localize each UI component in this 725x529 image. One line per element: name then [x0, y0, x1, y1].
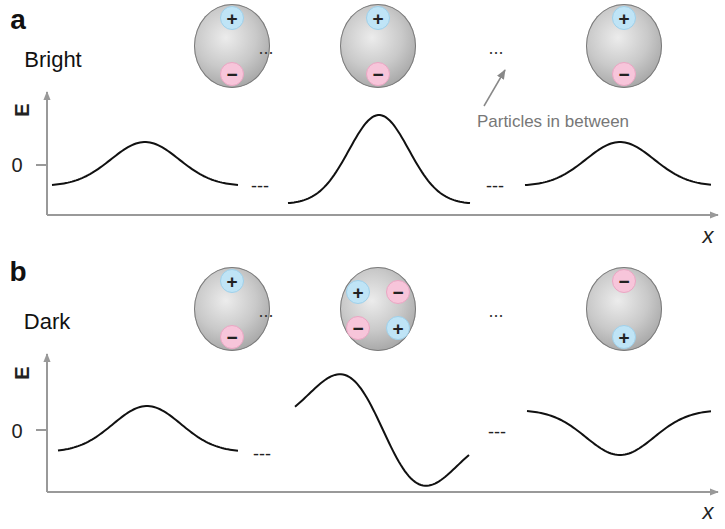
positive-charge: + [366, 6, 390, 30]
charge-sign: + [618, 9, 629, 28]
positive-charge: + [346, 280, 370, 304]
field-curve [58, 406, 238, 451]
annotation: Particles in between [477, 113, 629, 130]
axes-a [36, 92, 718, 215]
positive-charge: + [386, 316, 410, 340]
field-curves [52, 115, 711, 486]
charge-sign: + [352, 283, 363, 302]
field-curve [527, 411, 711, 455]
break-mark: --- [486, 177, 504, 195]
positive-charge: + [220, 269, 244, 293]
field-curve [288, 115, 470, 203]
field-curve [52, 142, 238, 185]
panel-title: Bright [24, 49, 81, 71]
charge-sign: − [392, 283, 403, 302]
negative-charge: − [220, 62, 244, 86]
panel-letter: b [9, 258, 26, 286]
charge-sign: − [372, 65, 383, 84]
charge-sign: − [618, 65, 629, 84]
negative-charge: − [386, 280, 410, 304]
charge-sign: + [618, 328, 629, 347]
negative-charge: − [220, 325, 244, 349]
axes-b [36, 354, 718, 492]
leader-arrow [484, 70, 505, 106]
charge-sign: − [618, 272, 629, 291]
ellipsis: ... [258, 39, 273, 57]
axis-label: E [12, 103, 32, 116]
particle: + − − + [340, 267, 416, 351]
positive-charge: + [220, 6, 244, 30]
particle: −+ [586, 267, 662, 351]
field-curve [525, 142, 711, 185]
ellipsis: ... [488, 39, 503, 57]
charge-sign: − [352, 319, 363, 338]
ellipsis: ... [488, 302, 503, 320]
charge-sign: + [392, 319, 403, 338]
particle: +− [340, 4, 416, 88]
positive-charge: + [612, 325, 636, 349]
negative-charge: − [346, 316, 370, 340]
negative-charge: − [612, 269, 636, 293]
tick-label: 0 [11, 155, 22, 175]
panel-letter: a [10, 6, 26, 34]
particle: +− [586, 4, 662, 88]
tick-label: 0 [11, 421, 22, 441]
break-mark: --- [251, 177, 269, 195]
charge-sign: + [226, 272, 237, 291]
charge-sign: + [372, 9, 383, 28]
axis-label: x [703, 225, 714, 247]
break-mark: --- [488, 423, 506, 441]
charge-sign: + [226, 9, 237, 28]
charge-sign: − [226, 328, 237, 347]
panel-title: Dark [24, 311, 70, 333]
axis-label: x [703, 501, 714, 523]
charge-sign: − [226, 65, 237, 84]
break-mark: --- [253, 445, 271, 463]
negative-charge: − [612, 62, 636, 86]
field-curve [295, 374, 469, 486]
negative-charge: − [366, 62, 390, 86]
positive-charge: + [612, 6, 636, 30]
axis-label: E [12, 366, 32, 379]
ellipsis: ... [258, 302, 273, 320]
